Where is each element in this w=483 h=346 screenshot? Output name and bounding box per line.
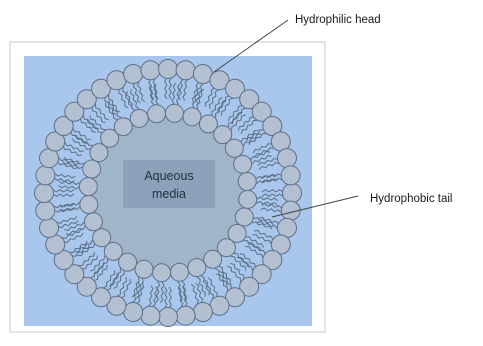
hydrophilic-head-icon	[188, 259, 206, 277]
hydrophilic-head-icon	[35, 184, 54, 203]
hydrophilic-head-icon	[235, 208, 253, 226]
hydrophilic-head-icon	[204, 250, 222, 268]
hydrophilic-head-icon	[171, 263, 189, 281]
hydrophilic-head-icon	[135, 260, 153, 278]
hydrophobic-tail-label: Hydrophobic tail	[370, 193, 452, 205]
hydrophilic-head-icon	[225, 139, 243, 157]
hydrophilic-head-icon	[283, 184, 302, 203]
hydrophilic-head-icon	[36, 201, 55, 220]
hydrophilic-head-icon	[176, 306, 195, 325]
hydrophilic-head-icon	[278, 149, 297, 168]
hydrophilic-head-icon	[238, 173, 256, 191]
hydrophilic-head-label: Hydrophilic head	[295, 14, 381, 26]
hydrophilic-head-icon	[234, 155, 252, 173]
aqueous-label-line1: Aqueous	[144, 169, 193, 183]
hydrophilic-head-icon	[281, 166, 300, 185]
hydrophilic-head-icon	[159, 60, 178, 79]
hydrophilic-head-icon	[93, 229, 111, 247]
hydrophilic-head-icon	[193, 303, 212, 322]
hydrophilic-head-icon	[239, 190, 257, 208]
hydrophilic-head-icon	[141, 306, 160, 325]
hydrophilic-head-icon	[183, 108, 201, 126]
hydrophilic-head-icon	[130, 109, 148, 127]
hydrophilic-head-icon	[124, 65, 143, 84]
hydrophilic-head-icon	[84, 213, 102, 231]
hydrophilic-head-icon	[176, 61, 195, 80]
hydrophilic-head-icon	[141, 61, 160, 80]
hydrophilic-head-icon	[40, 218, 59, 237]
hydrophilic-head-icon	[80, 196, 98, 214]
hydrophilic-head-icon	[165, 104, 183, 122]
hydrophilic-head-icon	[79, 178, 97, 196]
hydrophilic-head-icon	[148, 105, 166, 123]
aqueous-label-line2: media	[152, 187, 186, 201]
hydrophilic-head-icon	[36, 166, 55, 185]
hydrophilic-head-icon	[83, 160, 101, 178]
hydrophilic-head-icon	[114, 118, 132, 136]
hydrophilic-head-icon	[159, 308, 178, 327]
hydrophilic-head-icon	[153, 264, 171, 282]
